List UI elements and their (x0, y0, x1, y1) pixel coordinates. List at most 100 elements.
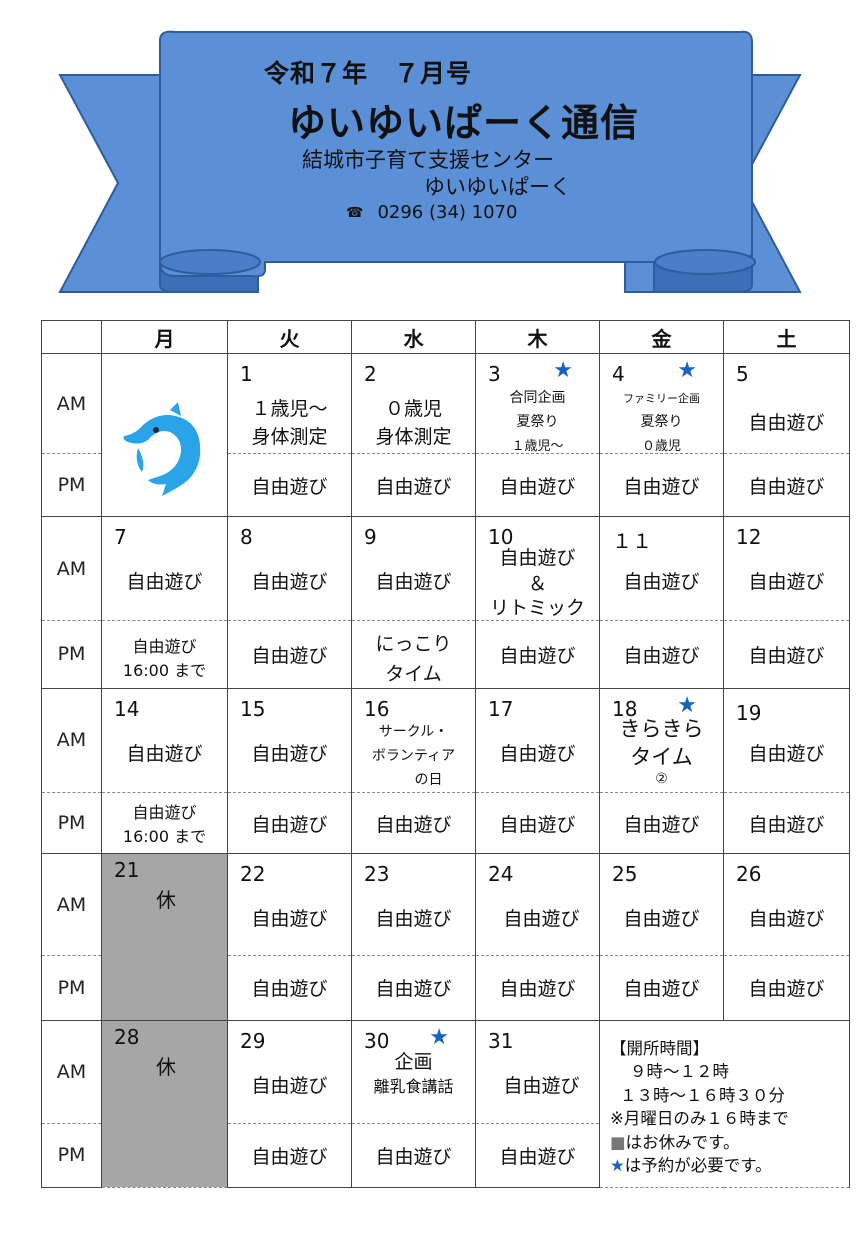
day-cell-19-am[interactable]: 19 自由遊び (723, 687, 850, 794)
day-cell-19-pm[interactable]: 自由遊び (723, 792, 850, 855)
star-icon: ★ (553, 358, 573, 384)
day-cell-14-am[interactable]: 14 自由遊び (101, 687, 228, 794)
event-text: 自由遊び (251, 1145, 328, 1168)
day-number: 23 (364, 862, 390, 887)
event-text: 自由遊び (623, 813, 700, 836)
info-star-text: は予約が必要です。 (624, 1156, 772, 1176)
day-cell-8-am[interactable]: 8 自由遊び (227, 516, 352, 621)
day-cell-3-am[interactable]: 3 ★ 合同企画 夏祭り １歳児～ (475, 353, 600, 455)
day-cell-10-pm[interactable]: 自由遊び (475, 619, 600, 689)
day-cell-11-pm[interactable]: 自由遊び (599, 619, 724, 689)
event-text: 自由遊び (623, 908, 700, 931)
day-cell-21-closed[interactable]: 21 休 (101, 853, 228, 1021)
day-cell-16-pm[interactable]: 自由遊び (351, 792, 476, 855)
slot-pm: PM (41, 955, 102, 1021)
event-text: 自由遊び (251, 978, 328, 1001)
event-text: ０歳児 (641, 439, 681, 455)
day-cell-11-am[interactable]: １１ 自由遊び (599, 516, 724, 621)
day-cell-9-am[interactable]: 9 自由遊び (351, 516, 476, 621)
day-cell-24-am[interactable]: 24 自由遊び (475, 853, 600, 957)
day-cell-15-am[interactable]: 15 自由遊び (227, 687, 352, 794)
slot-am: AM (41, 1019, 102, 1124)
day-cell-2-am[interactable]: 2 ０歳児 身体測定 (351, 353, 476, 455)
event-text: 自由遊び (375, 475, 452, 498)
day-cell-22-pm[interactable]: 自由遊び (227, 955, 352, 1021)
event-text: 夏祭り (640, 414, 683, 431)
week2-am-row: AM 7 自由遊び 8 自由遊び 9 自由遊び 10 自由遊び ＆ リトミック … (41, 516, 850, 621)
day-cell-3-pm[interactable]: 自由遊び (475, 453, 600, 518)
telephone-icon: ☎ (346, 204, 364, 221)
slot-pm: PM (41, 1122, 102, 1189)
day-number: 15 (240, 696, 266, 721)
day-cell-29-pm[interactable]: 自由遊び (227, 1122, 352, 1189)
day-cell-7-am[interactable]: 7 自由遊び (101, 516, 228, 621)
day-cell-12-am[interactable]: 12 自由遊び (723, 516, 850, 621)
event-text: 自由遊び (748, 571, 825, 594)
day-cell-14-pm[interactable]: 自由遊び 16:00 まで (101, 792, 228, 855)
day-cell-17-pm[interactable]: 自由遊び (475, 792, 600, 855)
day-cell-4-pm[interactable]: 自由遊び (599, 453, 724, 518)
day-cell-1-pm[interactable]: 自由遊び (227, 453, 352, 518)
day-number: １１ (612, 529, 652, 554)
day-number: 12 (736, 525, 762, 550)
slot-am: AM (41, 853, 102, 957)
event-text: 企画 (394, 1050, 433, 1073)
day-cell-22-am[interactable]: 22 自由遊び (227, 853, 352, 957)
event-text: 自由遊び (748, 475, 825, 498)
day-cell-4-am[interactable]: 4 ★ ファミリー企画 夏祭り ０歳児 (599, 353, 724, 455)
weekday-thu: 木 (475, 319, 600, 355)
phone-number[interactable]: 0296 (34) 1070 (377, 202, 518, 223)
day-cell-9-pm[interactable]: にっこり タイム (351, 619, 476, 689)
corner-cell (41, 319, 102, 355)
weekday-wed: 水 (351, 319, 476, 355)
issue-label: 令和７年 ７月号 (264, 59, 473, 88)
day-cell-10-am[interactable]: 10 自由遊び ＆ リトミック (475, 516, 600, 621)
day-cell-1-am[interactable]: 1 １歳児～ 身体測定 (227, 353, 352, 455)
day-cell-25-am[interactable]: 25 自由遊び (599, 853, 724, 957)
event-text: 16:00 まで (122, 660, 207, 680)
day-cell-31-pm[interactable]: 自由遊び (475, 1122, 600, 1189)
event-text: 自由遊び (623, 475, 700, 498)
day-cell-17-am[interactable]: 17 自由遊び (475, 687, 600, 794)
info-title: 【開所時間】 (610, 1038, 709, 1058)
slot-pm: PM (41, 453, 102, 518)
newsletter-title: ゆいゆいぱーく通信 (288, 101, 640, 145)
day-cell-26-am[interactable]: 26 自由遊び (723, 853, 850, 957)
event-text: 自由遊び (375, 978, 452, 1001)
day-cell-26-pm[interactable]: 自由遊び (723, 955, 850, 1021)
day-cell-7-pm[interactable]: 自由遊び 16:00 まで (101, 619, 228, 689)
day-cell-23-am[interactable]: 23 自由遊び (351, 853, 476, 957)
day-cell-25-pm[interactable]: 自由遊び (599, 955, 724, 1021)
event-text: 離乳食講話 (373, 1076, 454, 1096)
day-cell-2-pm[interactable]: 自由遊び (351, 453, 476, 518)
day-cell-16-am[interactable]: 16 サークル・ ボランティア の日 (351, 687, 476, 794)
star-icon: ★ (610, 1156, 625, 1176)
day-cell-5-pm[interactable]: 自由遊び (723, 453, 850, 518)
header-banner: 令和７年 ７月号 ゆいゆいぱーく通信 結城市子育て支援センター ゆいゆいぱーく … (0, 0, 860, 310)
day-cell-18-am[interactable]: 18 ★ きらきら タイム ② (599, 687, 724, 794)
day-number: 3 (488, 362, 501, 387)
day-cell-29-am[interactable]: 29 自由遊び (227, 1019, 352, 1124)
day-cell-30-pm[interactable]: 自由遊び (351, 1122, 476, 1189)
day-cell-30-am[interactable]: 30 ★ 企画 離乳食講話 (351, 1019, 476, 1124)
closed-square-icon: ■ (610, 1132, 626, 1152)
day-cell-24-pm[interactable]: 自由遊び (475, 955, 600, 1021)
day-cell-23-pm[interactable]: 自由遊び (351, 955, 476, 1021)
event-text: 自由遊び (132, 636, 197, 656)
day-cell-5-am[interactable]: 5 自由遊び (723, 353, 850, 455)
event-text: 自由遊び (375, 813, 452, 836)
day-cell-28-closed[interactable]: 28 休 (101, 1019, 228, 1189)
event-text: 自由遊び (251, 1074, 328, 1097)
slot-am: AM (41, 687, 102, 794)
day-cell-18-pm[interactable]: 自由遊び (599, 792, 724, 855)
event-text: １歳児～ (511, 439, 564, 455)
day-cell-8-pm[interactable]: 自由遊び (227, 619, 352, 689)
event-text: 自由遊び (375, 1145, 452, 1168)
day-cell-31-am[interactable]: 31 自由遊び (475, 1019, 600, 1124)
day-number: 29 (240, 1028, 266, 1053)
event-text: 身体測定 (375, 426, 452, 449)
day-cell-15-pm[interactable]: 自由遊び (227, 792, 352, 855)
day-cell-12-pm[interactable]: 自由遊び (723, 619, 850, 689)
week1-pm-row: PM 自由遊び 自由遊び 自由遊び 自由遊び 自由遊び (41, 453, 850, 518)
weekday-tue: 火 (227, 319, 352, 355)
